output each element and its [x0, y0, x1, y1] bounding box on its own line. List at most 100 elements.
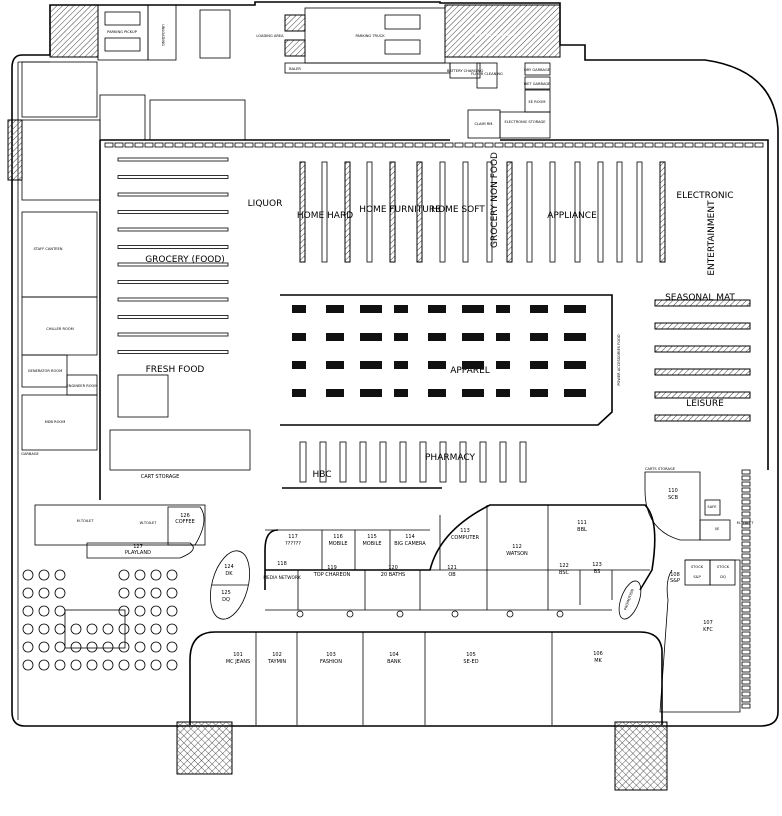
svg-text:110: 110 [668, 488, 678, 494]
wall-case [674, 142, 684, 148]
column [556, 610, 564, 618]
svg-text:105: 105 [466, 652, 476, 658]
toilet-block [34, 504, 206, 546]
wall-case [144, 142, 154, 148]
carts-storage-label: CARTS STORAGE [645, 467, 676, 471]
svg-text:PLAYLAND: PLAYLAND [125, 550, 151, 556]
wall-case [134, 142, 144, 148]
svg-text:108: 108 [670, 572, 680, 578]
vertical-gondola [486, 161, 493, 263]
hbc-gondola [299, 441, 307, 483]
dining-table [54, 587, 66, 599]
cart-storage-label: CART STORAGE [141, 474, 179, 480]
wall-case [224, 142, 234, 148]
svg-text:MOBILE: MOBILE [362, 541, 381, 547]
apparel-rack [292, 305, 306, 313]
dining-table [150, 605, 162, 617]
vertical-gondola [389, 161, 396, 263]
wall-cases [104, 142, 764, 148]
stock-label: STOCK [717, 565, 730, 569]
wall-case [654, 142, 664, 148]
wall-case [644, 142, 654, 148]
locker [741, 493, 751, 499]
seasonal-gondola [654, 322, 751, 330]
svg-text:122: 122 [559, 563, 569, 569]
svg-text:OB: OB [448, 572, 456, 578]
apparel-rack [530, 389, 548, 397]
vertical-gondola [574, 161, 581, 263]
svg-text:KFC: KFC [703, 627, 713, 633]
grocery-gondola [117, 210, 229, 214]
wall-case [564, 142, 574, 148]
dept-liquor: LIQUOR [248, 199, 283, 209]
wall-case [334, 142, 344, 148]
hbc-gondola [459, 441, 467, 483]
locker [741, 535, 751, 541]
apparel-rack [394, 389, 408, 397]
generator-room-label: GENERATOR ROOM [28, 369, 62, 373]
wall-case [234, 142, 244, 148]
wall-case [464, 142, 474, 148]
wall-case [204, 142, 214, 148]
dining-table [22, 605, 34, 617]
locker [741, 595, 751, 601]
wall-case [394, 142, 404, 148]
baler-strip [284, 62, 451, 74]
playland [86, 542, 194, 559]
entrance-canopy-left [176, 721, 233, 775]
svg-text:BBL: BBL [577, 527, 587, 533]
wall-case [714, 142, 724, 148]
vertical-gondola [439, 161, 446, 263]
dining-table [166, 569, 178, 581]
shop-117[interactable]: 117?????? [285, 534, 301, 547]
hbc-gondola [379, 441, 387, 483]
dining-table [38, 569, 50, 581]
apparel-rack [292, 389, 306, 397]
wall-case [434, 142, 444, 148]
ie-room [699, 519, 731, 541]
hbc-gondola [419, 441, 427, 483]
locker [741, 589, 751, 595]
svg-text:117: 117 [288, 534, 298, 540]
svg-text:114: 114 [405, 534, 415, 540]
svg-text:104: 104 [389, 652, 399, 658]
hatched-pad [284, 39, 306, 57]
locker [741, 637, 751, 643]
building-outline [11, 1, 779, 727]
fresh-food-back [109, 429, 251, 471]
parking-pickup-label: PARKING PICKUP [107, 30, 138, 34]
dining-table [118, 659, 130, 671]
svg-text:MC JEANS: MC JEANS [226, 659, 250, 665]
dry-garbage-label: DRY GARBAGE [524, 68, 551, 72]
vertical-gondola [659, 161, 666, 263]
apparel-rack [292, 361, 306, 369]
apparel-rack [428, 389, 446, 397]
floor-cleaning-room [476, 62, 498, 89]
svg-text:112: 112 [512, 544, 522, 550]
